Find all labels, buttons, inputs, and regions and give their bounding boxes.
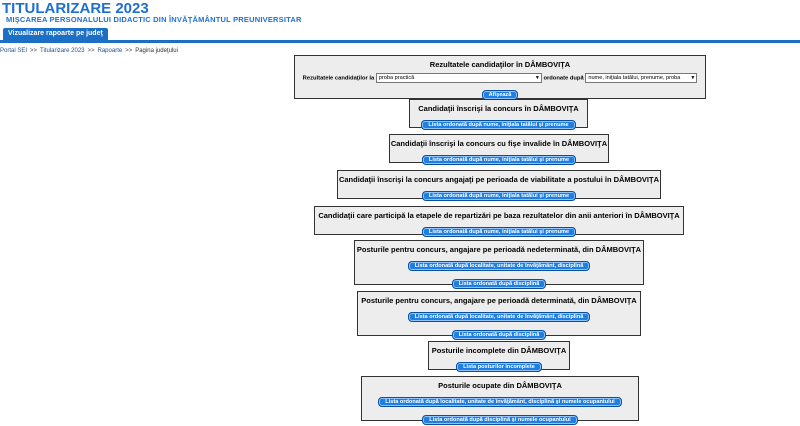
chevron-down-icon: ▼ bbox=[534, 75, 540, 81]
chevron-down-icon: ▼ bbox=[690, 75, 696, 81]
list-by-name-button[interactable]: Lista ordonată după nume, iniţiala tatăl… bbox=[421, 155, 577, 165]
incomplete-posts-panel: Posturile incomplete din DÂMBOVIŢA Lista… bbox=[428, 341, 570, 372]
panel-title: Posturile pentru concurs, angajare pe pe… bbox=[361, 296, 637, 305]
list-by-name-button[interactable]: Lista ordonată după nume, iniţiala tatăl… bbox=[421, 227, 577, 237]
results-label: Rezultatele candidaţilor la bbox=[302, 75, 375, 82]
breadcrumb-separator: >> bbox=[125, 48, 133, 54]
panel-title: Candidaţii înscrişi la concurs angajaţi … bbox=[338, 175, 660, 184]
list-by-locality-button[interactable]: Lista ordonată după localitate, unitate … bbox=[407, 312, 591, 322]
indefinite-posts-panel: Posturile pentru concurs, angajare pe pe… bbox=[354, 240, 644, 289]
viability-employed-panel: Candidaţii înscrişi la concurs angajaţi … bbox=[337, 170, 661, 201]
panel-title: Candidaţii înscrişi la concurs în DÂMBOV… bbox=[418, 104, 579, 113]
breadcrumb-separator: >> bbox=[30, 48, 38, 54]
exam-type-select[interactable]: proba practică ▼ bbox=[375, 73, 542, 83]
incomplete-posts-list-button[interactable]: Lista posturilor incomplete bbox=[456, 362, 542, 372]
panel-title: Posturile ocupate din DÂMBOVIŢA bbox=[438, 381, 562, 390]
results-panel: Rezultatele candidaţilor în DÂMBOVIŢA Re… bbox=[294, 55, 706, 100]
panel-title: Candidaţii înscrişi la concurs cu fişe i… bbox=[390, 139, 608, 148]
list-by-locality-button[interactable]: Lista ordonată după localitate, unitate … bbox=[407, 261, 591, 271]
panel-title: Candidaţii care participă la etapele de … bbox=[318, 211, 680, 220]
exam-type-select-value: proba practică bbox=[378, 75, 415, 81]
tab-bar: Vizualizare rapoarte pe judeţ bbox=[0, 28, 800, 43]
tab-county-reports[interactable]: Vizualizare rapoarte pe judeţ bbox=[3, 28, 108, 40]
tab-underline bbox=[0, 40, 800, 43]
results-filter-row: Rezultatele candidaţilor la proba practi… bbox=[295, 73, 705, 83]
list-by-discipline-button[interactable]: Lista ordonată după disciplină bbox=[451, 279, 547, 289]
breadcrumb-link-rapoarte[interactable]: Rapoarte bbox=[97, 48, 123, 54]
occupied-posts-panel: Posturile ocupate din DÂMBOVIŢA Lista or… bbox=[361, 376, 639, 425]
order-select-value: nume, iniţiala tatălui, prenume, proba bbox=[588, 75, 681, 81]
results-panel-title: Rezultatele candidaţilor în DÂMBOVIŢA bbox=[429, 60, 571, 69]
page-title: TITULARIZARE 2023 bbox=[2, 0, 149, 17]
order-label: ordonate după bbox=[543, 75, 584, 82]
previous-years-panel: Candidaţii care participă la etapele de … bbox=[314, 206, 684, 237]
list-by-discipline-occupant-button[interactable]: Lista ordonată după disciplină şi numele… bbox=[422, 415, 578, 425]
page-subtitle: MIŞCAREA PERSONALULUI DIDACTIC DIN ÎNVĂŢ… bbox=[6, 15, 302, 24]
breadcrumb-link-titularizare[interactable]: Titularizare 2023 bbox=[40, 48, 85, 54]
registered-candidates-panel: Candidaţii înscrişi la concurs în DÂMBOV… bbox=[409, 99, 588, 130]
invalid-files-panel: Candidaţii înscrişi la concurs cu fişe i… bbox=[389, 134, 609, 165]
panel-title: Posturile incomplete din DÂMBOVIŢA bbox=[431, 346, 567, 355]
breadcrumb-link-portal[interactable]: Portal SEI bbox=[0, 48, 28, 54]
panel-title: Posturile pentru concurs, angajare pe pe… bbox=[356, 245, 642, 254]
list-by-locality-occupant-button[interactable]: Lista ordonată după localitate, unitate … bbox=[378, 397, 622, 407]
order-select[interactable]: nume, iniţiala tatălui, prenume, proba ▼ bbox=[585, 73, 698, 83]
breadcrumb: Portal SEI>>Titularizare 2023>>Rapoarte>… bbox=[0, 48, 178, 54]
breadcrumb-current: Pagina judeţului bbox=[135, 48, 178, 54]
list-by-name-button[interactable]: Lista ordonată după nume, iniţiala tatăl… bbox=[421, 191, 577, 201]
breadcrumb-separator: >> bbox=[87, 48, 95, 54]
determined-posts-panel: Posturile pentru concurs, angajare pe pe… bbox=[357, 291, 641, 340]
list-by-discipline-button[interactable]: Lista ordonată după disciplină bbox=[451, 330, 547, 340]
list-by-name-button[interactable]: Lista ordonată după nume, iniţiala tatăl… bbox=[421, 120, 576, 130]
